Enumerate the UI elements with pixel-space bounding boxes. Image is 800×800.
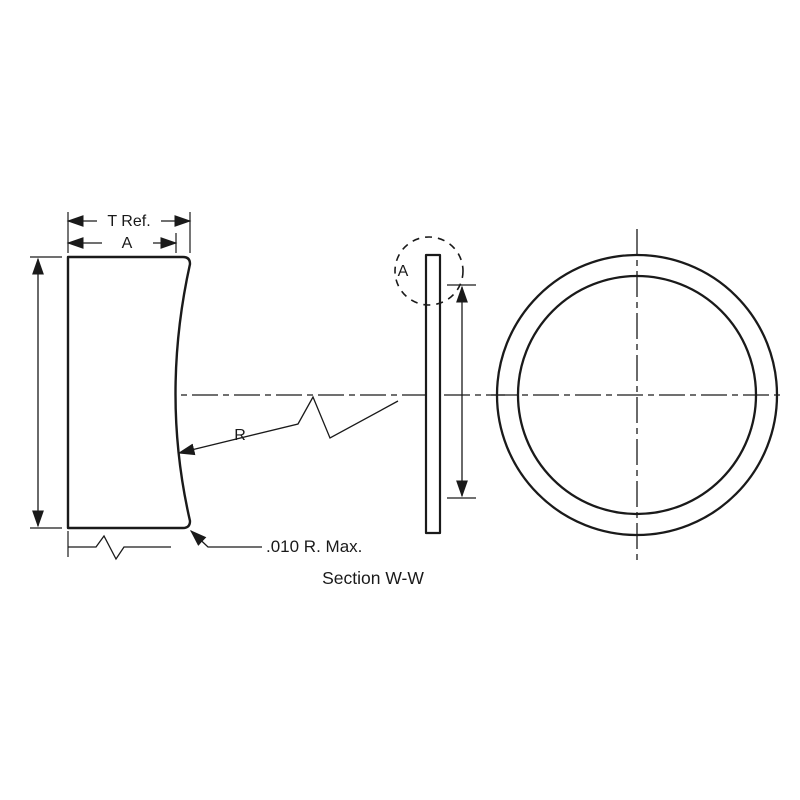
detail-circle bbox=[394, 236, 464, 306]
section-view bbox=[66, 255, 192, 530]
edge-view: A bbox=[394, 236, 468, 535]
ring-outer-circle bbox=[495, 253, 779, 537]
a-dim-label: A bbox=[122, 235, 133, 252]
corner-radius-note: .010 R. Max. bbox=[266, 537, 362, 556]
section-title: Section W-W bbox=[322, 568, 424, 588]
bottom-break-line bbox=[68, 534, 171, 561]
t-ref-label: T Ref. bbox=[107, 213, 150, 230]
corner-radius-callout: .010 R. Max. bbox=[68, 530, 362, 561]
section-view-outline bbox=[66, 255, 192, 530]
face-view bbox=[491, 229, 783, 561]
edge-view-plate bbox=[424, 253, 442, 535]
t-ref-dimension: T Ref. bbox=[66, 213, 192, 230]
detail-a-label: A bbox=[398, 263, 409, 280]
a-dimension: A bbox=[66, 235, 178, 252]
radius-callout: R bbox=[177, 395, 399, 456]
corner-radius-leader bbox=[189, 530, 262, 548]
radius-leader bbox=[177, 395, 399, 456]
ring-inner-circle bbox=[516, 274, 758, 516]
radius-label: R bbox=[234, 427, 246, 444]
